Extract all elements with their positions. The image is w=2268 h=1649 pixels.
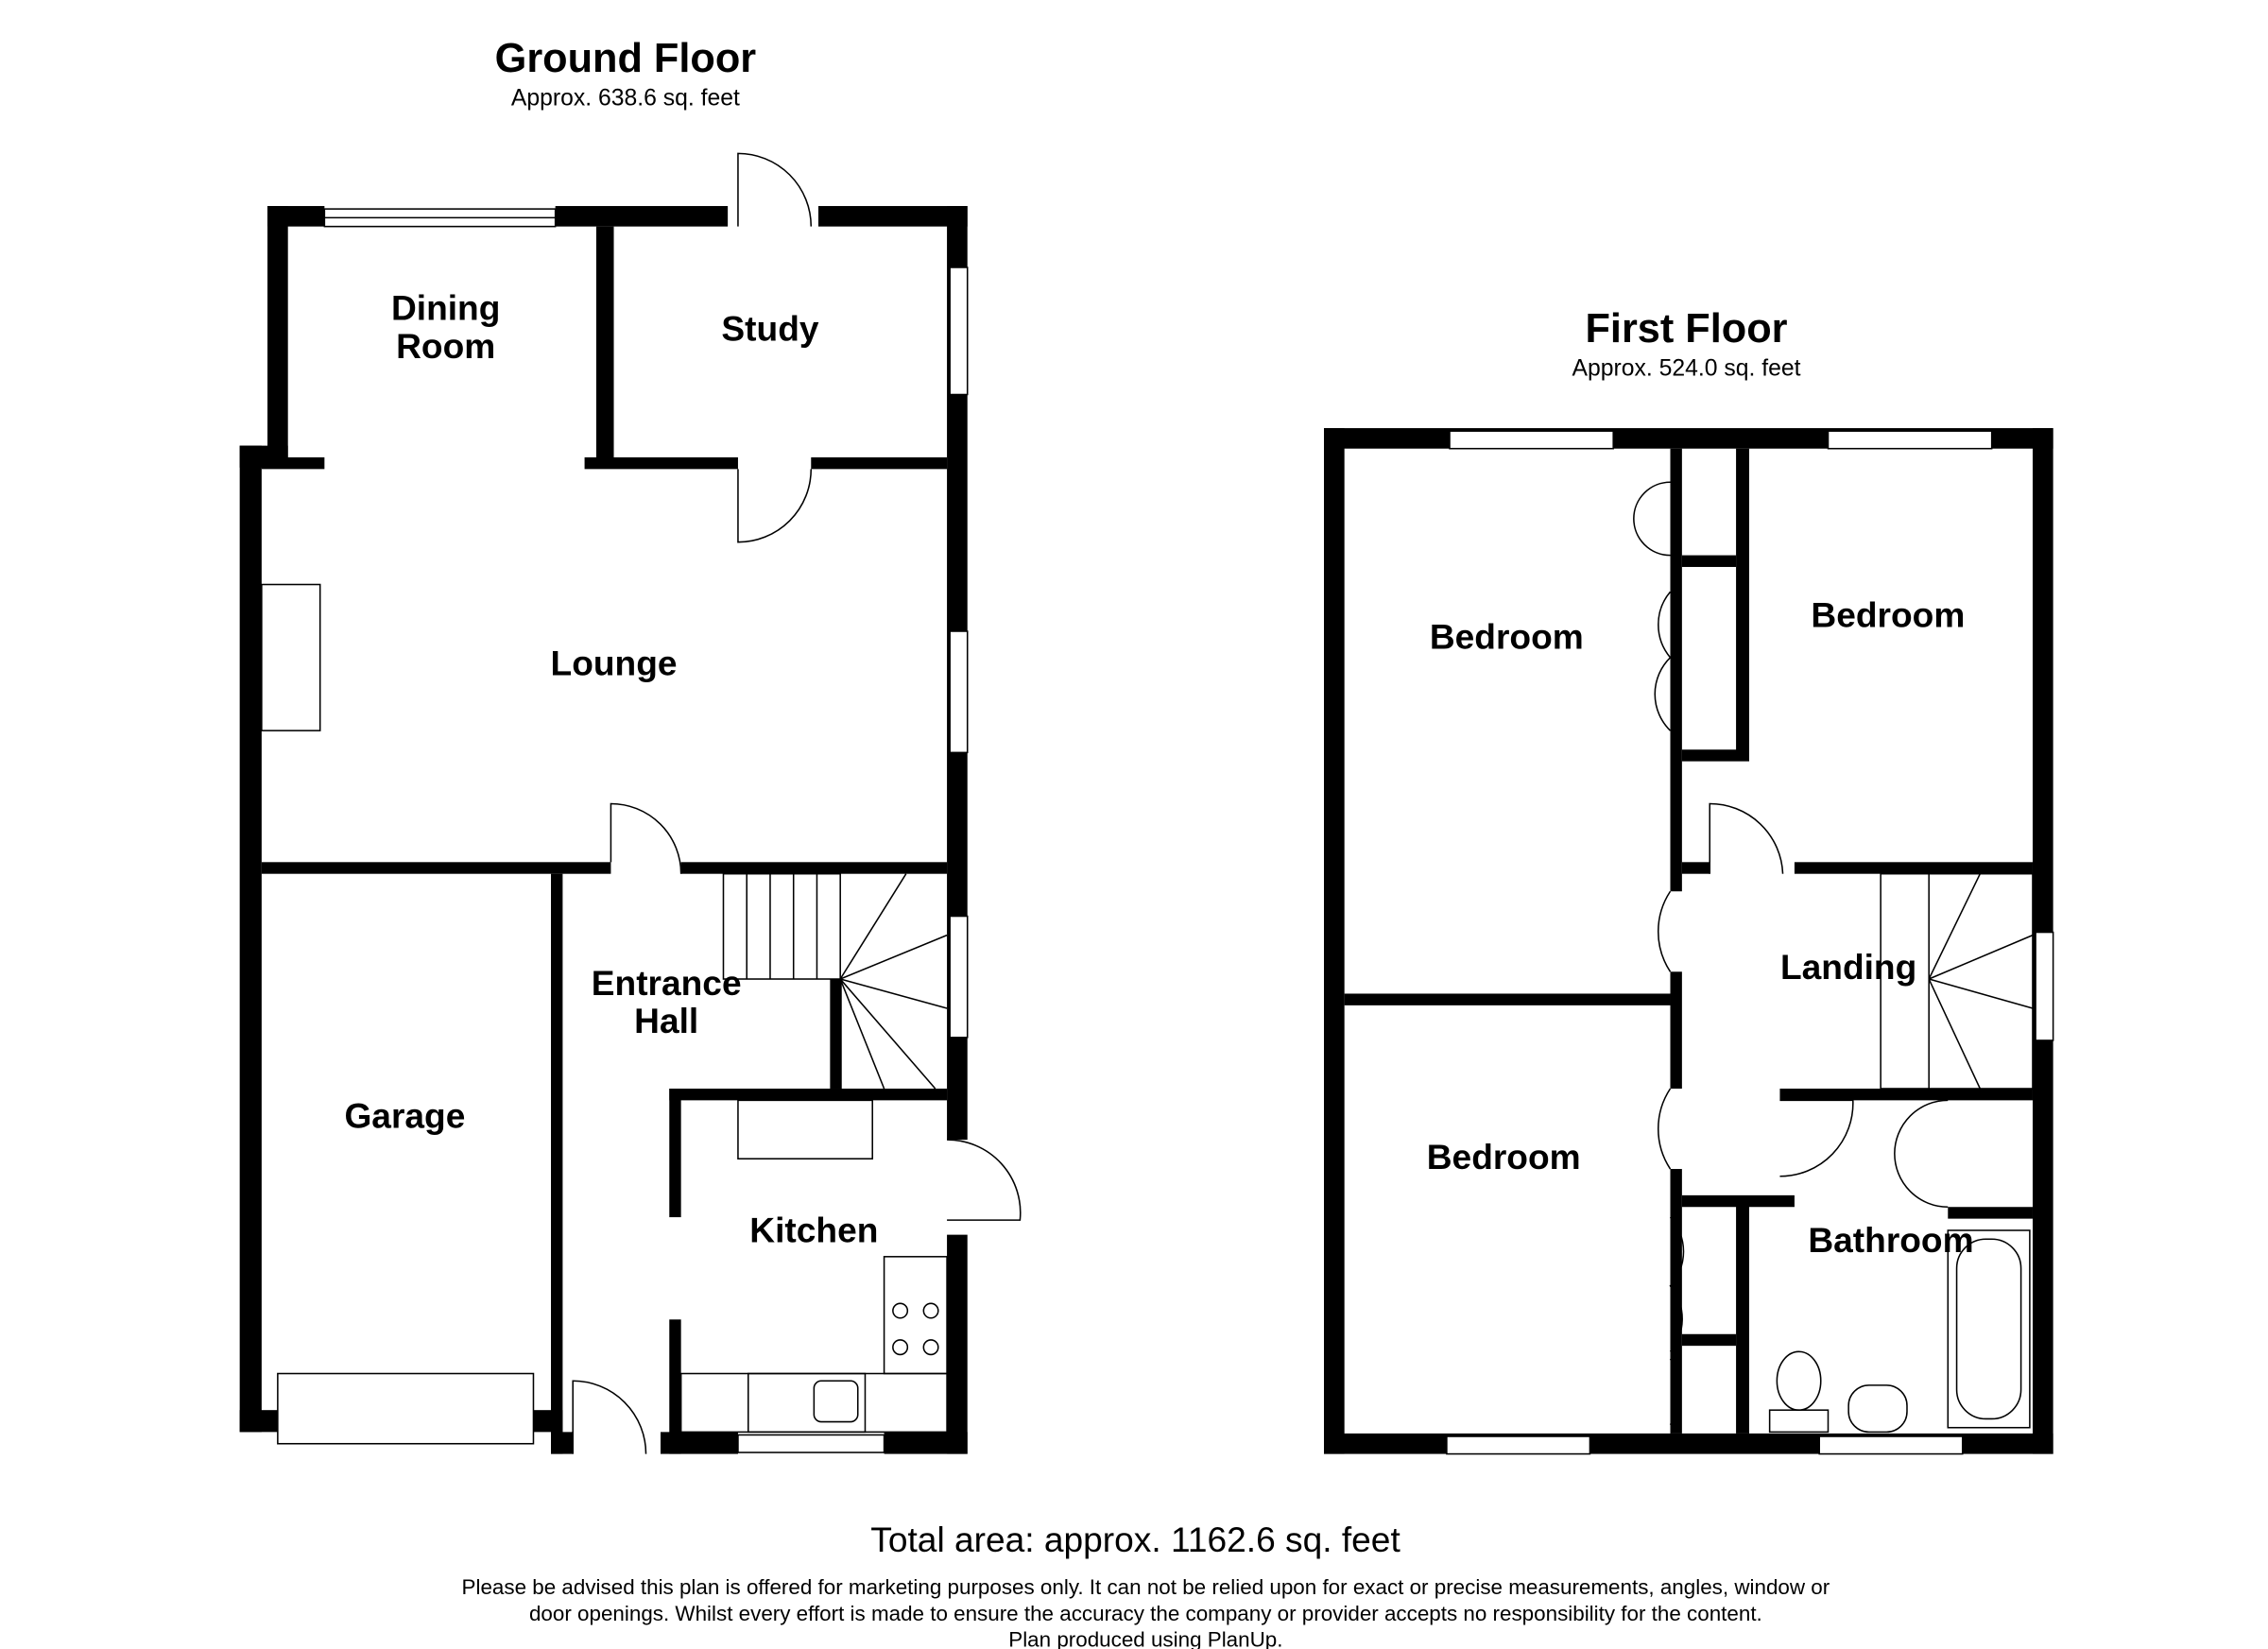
ground-floor-title: Ground Floor <box>495 36 757 81</box>
disclaimer-line-2: door openings. Whilst every effort is ma… <box>529 1602 1762 1625</box>
room-label-dining-room-2: Room <box>396 326 495 366</box>
total-area: Total area: approx. 1162.6 sq. feet <box>870 1520 1400 1559</box>
room-label-garage: Garage <box>344 1096 465 1136</box>
room-label-study: Study <box>721 308 818 348</box>
ground-floor-area: Approx. 638.6 sq. feet <box>511 85 740 111</box>
room-label-kitchen: Kitchen <box>749 1210 878 1249</box>
room-label-lounge: Lounge <box>551 643 678 682</box>
disclaimer-line-1: Please be advised this plan is offered f… <box>462 1575 1830 1599</box>
room-label-landing: Landing <box>1780 947 1916 987</box>
room-label-bedroom-3: Bedroom <box>1427 1137 1581 1177</box>
first-floor-plan: Bedroom Bedroom Bedroom Landing Bathroom <box>1324 428 2054 1455</box>
room-label-bedroom-1: Bedroom <box>1430 617 1584 657</box>
room-label-bathroom: Bathroom <box>1808 1220 1973 1260</box>
room-label-entrance-hall: Entrance <box>592 963 742 1003</box>
produced-by: Plan produced using PlanUp. <box>1008 1628 1282 1649</box>
ground-floor-plan: Dining Room Study Lounge Garage Entrance… <box>239 152 1022 1454</box>
room-label-entrance-hall-2: Hall <box>634 1001 698 1040</box>
first-floor-area: Approx. 524.0 sq. feet <box>1572 355 1800 381</box>
first-floor-title: First Floor <box>1586 306 1788 352</box>
room-label-dining-room: Dining <box>391 288 500 328</box>
room-label-bedroom-2: Bedroom <box>1811 594 1965 634</box>
